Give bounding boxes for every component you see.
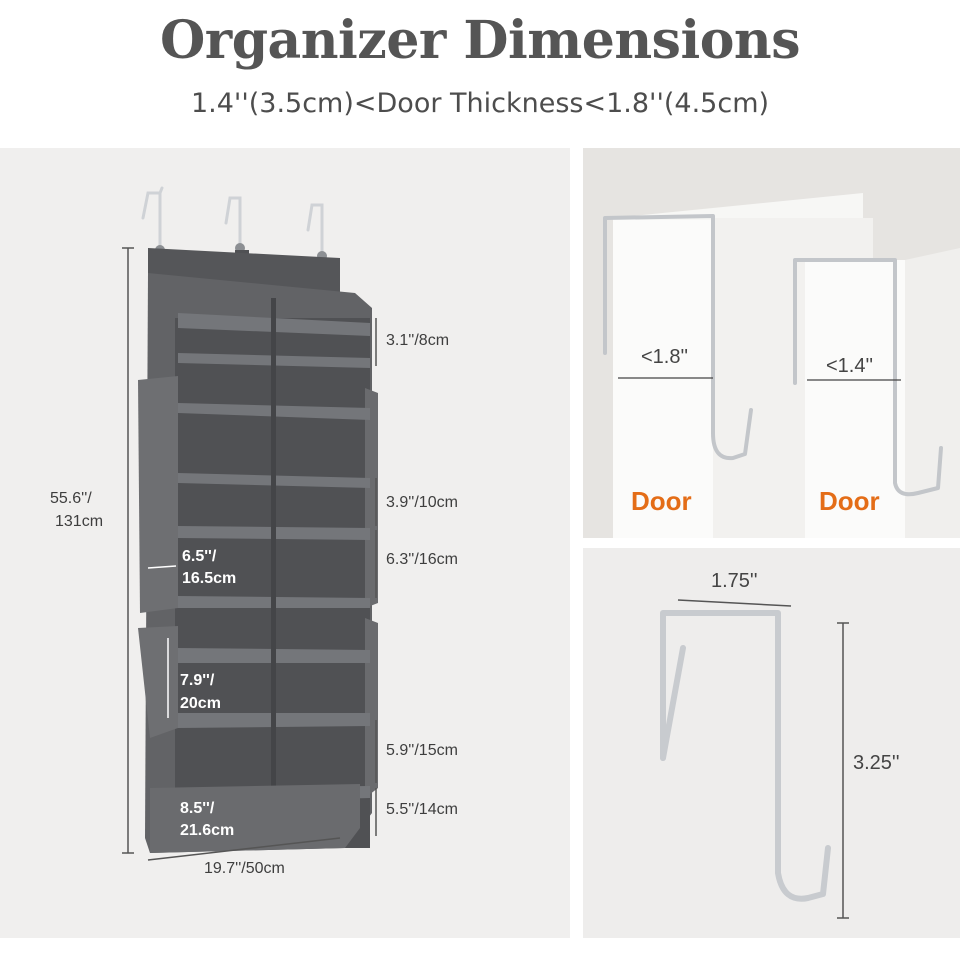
pocket-c-label: 5.9''/15cm (386, 742, 458, 759)
pocket-b-label: 6.3''/16cm (386, 551, 458, 568)
left-side-pocket-2 (138, 626, 178, 738)
side-depth-cm-label: 16.5cm (182, 570, 237, 587)
door-illustration (603, 193, 960, 538)
pocket-d-label: 5.5''/14cm (386, 801, 458, 818)
door-label-2: Door (819, 486, 880, 516)
door-label-1: Door (631, 486, 692, 516)
hook-dimension-lines (677, 599, 849, 919)
max-thickness-label: <1.8'' (641, 346, 689, 368)
pocket-a-label: 3.9''/10cm (386, 494, 458, 511)
pocket-top-label: 3.1''/8cm (386, 332, 450, 349)
side-depth-in-label: 6.5''/ (182, 548, 217, 565)
side-pocket-in-label: 7.9''/ (180, 672, 215, 689)
hook-width-label: 1.75'' (711, 570, 758, 592)
height-in-label: 55.6''/ (50, 490, 92, 507)
bottom-pocket (150, 784, 360, 853)
height-cm-label: 131cm (55, 513, 104, 530)
page-subtitle: 1.4''(3.5cm)<Door Thickness<1.8''(4.5cm) (190, 88, 770, 119)
center-divider (271, 298, 276, 846)
door-fit-panel: <1.8'' <1.4'' Door Door (583, 148, 960, 538)
bottom-depth-in-label: 8.5''/ (180, 800, 215, 817)
bottom-depth-cm-label: 21.6cm (180, 822, 235, 839)
hooks (141, 186, 324, 258)
hook-height-label: 3.25'' (853, 752, 900, 774)
organizer-panel: 55.6''/ 131cm 19.7''/50cm 3.1''/8cm 3.9'… (0, 148, 570, 938)
hook-shape (660, 610, 831, 902)
hook-illustration (660, 599, 849, 919)
page-title: Organizer Dimensions (160, 10, 800, 71)
dimension-lines (122, 247, 377, 861)
left-side-pocket-1 (138, 376, 178, 613)
side-pocket-cm-label: 20cm (180, 695, 221, 712)
width-label: 19.7''/50cm (204, 860, 285, 877)
top-band (148, 248, 340, 296)
min-thickness-label: <1.4'' (826, 355, 874, 377)
hook-dimension-panel: 1.75'' 3.25'' (583, 548, 960, 938)
organizer-illustration (122, 186, 378, 861)
